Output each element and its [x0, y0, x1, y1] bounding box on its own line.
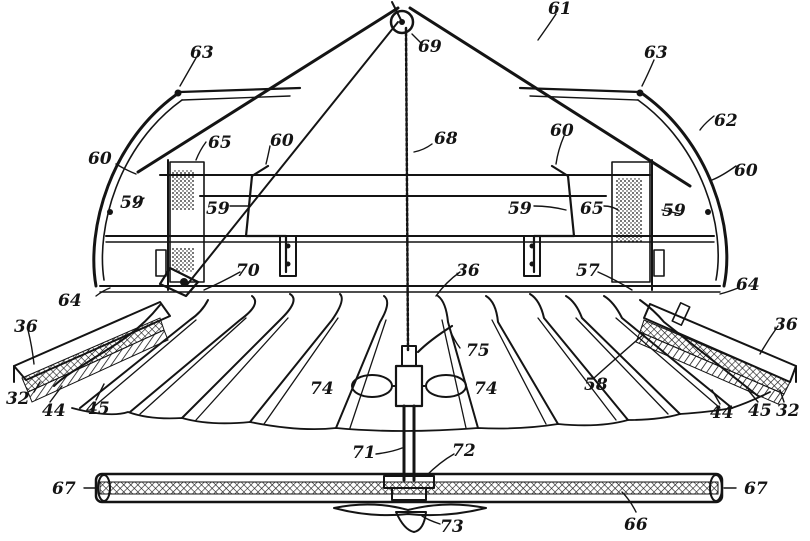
label-57: 57: [576, 261, 600, 281]
label-74-left: 74: [310, 379, 334, 399]
label-68: 68: [434, 129, 458, 149]
label-32-left: 32: [6, 389, 30, 409]
label-63-left: 63: [190, 43, 214, 63]
label-74-right: 74: [474, 379, 498, 399]
rivet-icon: [705, 209, 711, 215]
leader-lines: [27, 13, 785, 525]
label-67-right: 67: [744, 479, 768, 499]
rivet-icon: [107, 209, 113, 215]
louver-blades: [53, 293, 771, 432]
label-44-left: 44: [42, 401, 66, 421]
propeller-icon: [333, 503, 487, 517]
label-62: 62: [714, 111, 738, 131]
label-61: 61: [548, 0, 572, 19]
label-64-left: 64: [58, 291, 82, 311]
label-36-right: 36: [774, 315, 798, 335]
label-67-left: 67: [52, 479, 76, 499]
lamp-bulb-icon: [351, 374, 393, 398]
reference-labels: 61 69 63 63 62 65 60 68 60 60 60 59 59 5…: [6, 0, 800, 537]
label-60-bracket-left: 60: [270, 131, 294, 151]
label-45-right: 45: [748, 401, 772, 421]
label-45-left: 45: [86, 399, 110, 419]
label-75: 75: [466, 341, 490, 361]
base-plate: [94, 472, 724, 533]
label-60-bracket-right: 60: [550, 121, 574, 141]
rivet-icon: [636, 89, 644, 97]
label-72: 72: [452, 441, 476, 461]
label-63-right: 63: [644, 43, 668, 63]
label-60-right: 60: [734, 161, 758, 181]
label-59-inner-left: 59: [206, 199, 230, 219]
label-59-outer-right: 59: [662, 201, 686, 221]
label-32-right: 32: [776, 401, 800, 421]
label-58: 58: [584, 375, 608, 395]
label-71: 71: [352, 443, 376, 463]
label-59-outer-left: 59: [120, 193, 144, 213]
label-64-right: 64: [736, 275, 760, 295]
label-36-left: 36: [14, 317, 38, 337]
label-36-center: 36: [456, 261, 480, 281]
label-65-right: 65: [580, 199, 604, 219]
label-70: 70: [236, 261, 260, 281]
label-44-right: 44: [710, 403, 734, 423]
inner-housing: [99, 159, 721, 298]
rivet-icon: [174, 89, 182, 97]
label-65-left: 65: [208, 133, 232, 153]
label-66: 66: [624, 515, 648, 535]
left-tray: [13, 301, 171, 403]
label-60-left: 60: [88, 149, 112, 169]
label-73: 73: [440, 517, 464, 537]
hood-shell: [92, 86, 729, 288]
pulley-icon: [389, 9, 415, 35]
label-69: 69: [418, 37, 442, 57]
lamp-bulb-icon: [425, 374, 467, 398]
right-tray: [635, 302, 797, 405]
label-59-inner-right: 59: [508, 199, 532, 219]
